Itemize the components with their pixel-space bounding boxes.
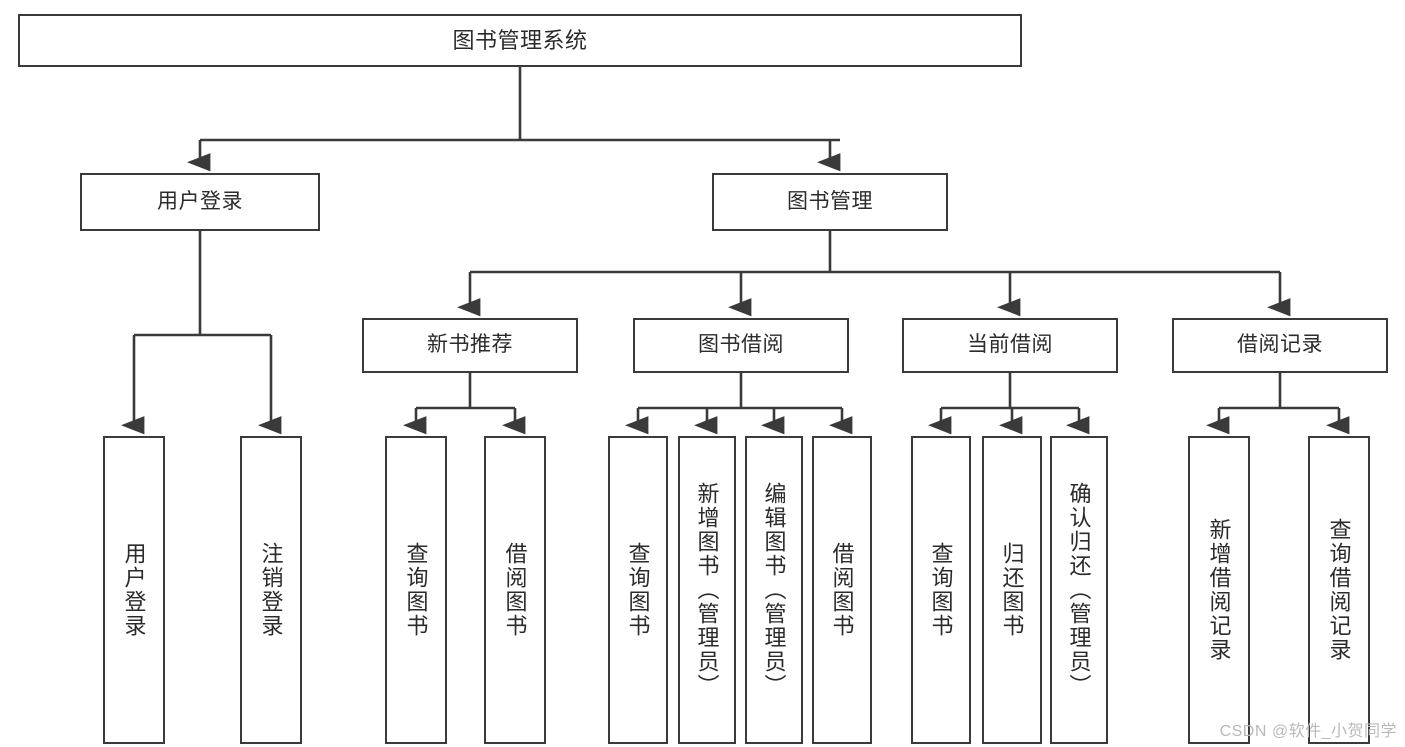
node-leaf-query-book-3[interactable]: 查询图书 — [911, 436, 971, 744]
node-borrow-record[interactable]: 借阅记录 — [1172, 318, 1388, 373]
node-leaf-query-book-1[interactable]: 查询图书 — [385, 436, 447, 744]
watermark-text: CSDN @软件_小贺同学 — [1219, 723, 1397, 740]
node-leaf-borrow-book-1[interactable]: 借阅图书 — [484, 436, 546, 744]
node-label: 确认归还（管理员） — [1066, 482, 1092, 698]
node-label: 图书借阅 — [698, 333, 784, 357]
node-label: 查询借阅记录 — [1326, 518, 1352, 662]
node-label: 借阅图书 — [502, 542, 528, 638]
node-leaf-return-book[interactable]: 归还图书 — [982, 436, 1042, 744]
node-leaf-edit-book[interactable]: 编辑图书（管理员） — [745, 436, 803, 744]
node-leaf-add-book[interactable]: 新增图书（管理员） — [678, 436, 736, 744]
node-leaf-confirm-return[interactable]: 确认归还（管理员） — [1050, 436, 1108, 744]
node-leaf-logout[interactable]: 注销登录 — [240, 436, 302, 744]
node-label: 新书推荐 — [427, 333, 513, 357]
node-user-login[interactable]: 用户登录 — [80, 173, 320, 231]
node-new-book-recommend[interactable]: 新书推荐 — [362, 318, 578, 373]
node-leaf-query-borrow-record[interactable]: 查询借阅记录 — [1308, 436, 1370, 744]
node-label: 借阅记录 — [1237, 333, 1323, 357]
node-label: 注销登录 — [258, 542, 284, 638]
node-label: 查询图书 — [625, 542, 651, 638]
node-label: 新增借阅记录 — [1206, 518, 1232, 662]
node-leaf-borrow-book-2[interactable]: 借阅图书 — [812, 436, 872, 744]
node-label: 图书管理系统 — [452, 27, 588, 53]
node-label: 图书管理 — [787, 189, 873, 213]
node-current-borrow[interactable]: 当前借阅 — [902, 318, 1118, 373]
node-book-manage[interactable]: 图书管理 — [712, 173, 948, 231]
node-label: 用户登录 — [157, 189, 243, 213]
node-label: 编辑图书（管理员） — [761, 482, 787, 698]
node-label: 用户登录 — [121, 542, 147, 638]
node-label: 借阅图书 — [829, 542, 855, 638]
node-label: 归还图书 — [999, 542, 1025, 638]
node-label: 查询图书 — [928, 542, 954, 638]
node-leaf-add-borrow-record[interactable]: 新增借阅记录 — [1188, 436, 1250, 744]
node-label: 新增图书（管理员） — [694, 482, 720, 698]
node-leaf-query-book-2[interactable]: 查询图书 — [608, 436, 668, 744]
node-label: 查询图书 — [403, 542, 429, 638]
node-root-system[interactable]: 图书管理系统 — [18, 14, 1022, 67]
node-label: 当前借阅 — [967, 333, 1053, 357]
node-leaf-user-login[interactable]: 用户登录 — [103, 436, 165, 744]
node-book-borrow[interactable]: 图书借阅 — [633, 318, 849, 373]
